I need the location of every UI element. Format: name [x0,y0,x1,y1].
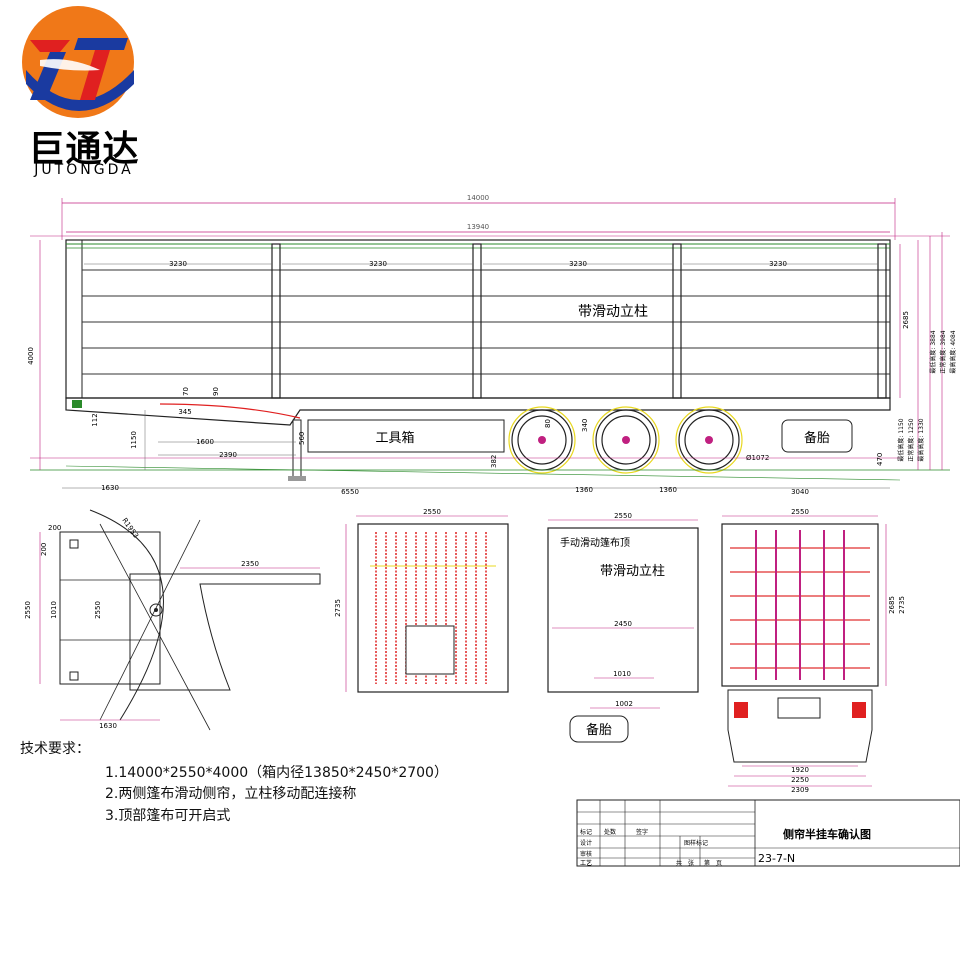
rear-height-2735: 2735 [898,596,906,614]
dim-total-height: 4000 [27,347,35,365]
dim-radius: R1953 [120,517,140,540]
drawing-number: 23-7-N [758,852,795,865]
dim-340: 340 [581,419,589,432]
requirements-title: 技术要求： [20,741,90,757]
top-view: R1953 200 200 2550 1010 2550 2350 1630 [24,509,321,731]
requirement-item-1: 1.14000*2550*4000（箱内径13850*2450*2700） [105,765,448,781]
tb-cell-process: 工艺 [580,859,592,867]
rear-width: 2550 [791,508,809,516]
tb-cell-page: 页 [716,860,722,867]
brand-name-cn: 巨通达 [28,129,140,170]
dim-200-side: 200 [40,543,48,556]
requirement-item-3: 3.顶部篷布可开启式 [105,808,231,824]
label-toolbox: 工具箱 [375,430,414,446]
tb-cell-no: 第 [704,859,710,867]
section-width: 2550 [614,512,632,520]
dim-width-1010: 1010 [50,601,58,619]
dim-1630-top: 1630 [99,722,117,730]
label-sliding-pillar: 带滑动立柱 [578,303,648,320]
dim-bottom-1360a: 1360 [575,486,593,494]
label-manual-roof: 手动滑动篷布顶 [560,536,630,549]
brand-logo [22,6,134,118]
title-block: 标记 处数 签字 设计 审核 工艺 图样标记 共 张 第 页 侧帘半挂车确认图 … [576,799,960,867]
section-dim-1002: 1002 [615,700,633,708]
height-max: 最高高度: 4084 [949,330,957,373]
dim-112: 112 [91,413,99,426]
label-spare-tyre: 备胎 [804,430,830,446]
floor-height-min: 最低高度: 1150 [897,418,905,461]
tb-cell-count: 处数 [604,828,616,836]
dim-inner-length: 13940 [467,223,489,231]
floor-height-max: 最高高度: 1330 [917,418,925,461]
tb-cell-sheets: 张 [688,859,694,867]
dim-70: 70 [182,387,190,396]
front-height: 2735 [334,599,342,617]
dim-200-top: 200 [48,524,61,532]
rear-track-1920: 1920 [791,766,809,774]
dim-382: 382 [490,455,498,468]
dim-bottom-1360b: 1360 [659,486,677,494]
tb-cell-sign: 签字 [636,828,648,836]
rear-view: 2550 1920 2250 2309 2685 2735 [721,508,906,794]
dim-345: 345 [178,408,191,416]
tb-cell-design: 设计 [580,839,592,847]
requirement-item-2: 2.两侧篷布滑动侧帘，立柱移动配连接称 [105,786,357,802]
rear-height-2685: 2685 [888,596,896,614]
dim-bottom-3040: 3040 [791,488,809,496]
dim-80: 80 [544,419,552,428]
tb-cell-review: 审核 [580,850,592,858]
label-section-pillar: 带滑动立柱 [600,564,665,579]
dim-body-height: 2685 [902,311,910,329]
section-view: 2550 手动滑动篷布顶 带滑动立柱 2450 1010 1002 备胎 [547,512,699,743]
rear-track-2309: 2309 [791,786,809,794]
height-min: 最低高度: 3884 [929,330,937,373]
dim-2390: 2390 [219,451,237,459]
brand-name-en: JUTONGDA [34,162,134,178]
rear-track-2250: 2250 [791,776,809,784]
dim-overall-length: 14000 [467,194,489,202]
dim-bay-1: 3230 [169,260,187,268]
dim-bay-2: 3230 [369,260,387,268]
dim-1150: 1150 [130,431,138,449]
front-width: 2550 [423,508,441,516]
dim-560: 560 [298,432,306,445]
dim-bottom-6550: 6550 [341,488,359,496]
dim-width-2550: 2550 [94,601,102,619]
tb-cell-drawing-mark: 图样标记 [684,839,708,847]
dim-bay-3: 3230 [569,260,587,268]
section-dim-1010: 1010 [613,670,631,678]
drawing-title: 侧帘半挂车确认图 [783,827,871,841]
dim-width-outer: 2550 [24,601,32,619]
dim-bay-4: 3230 [769,260,787,268]
height-normal: 正常高度: 3984 [939,330,947,373]
side-view: 14000 13940 3230 [27,194,957,496]
tb-cell-mark: 标记 [580,828,592,836]
front-view: 2550 2735 [334,508,509,693]
dim-90: 90 [212,387,220,396]
section-inner-width: 2450 [614,620,632,628]
dim-470: 470 [876,453,884,466]
section-spare-label: 备胎 [586,722,612,738]
floor-height-normal: 正常高度: 1250 [907,418,915,461]
dim-2350: 2350 [241,560,259,568]
dim-1600: 1600 [196,438,214,446]
dim-bottom-1630: 1630 [101,484,119,492]
tb-cell-total: 共 [676,859,682,867]
